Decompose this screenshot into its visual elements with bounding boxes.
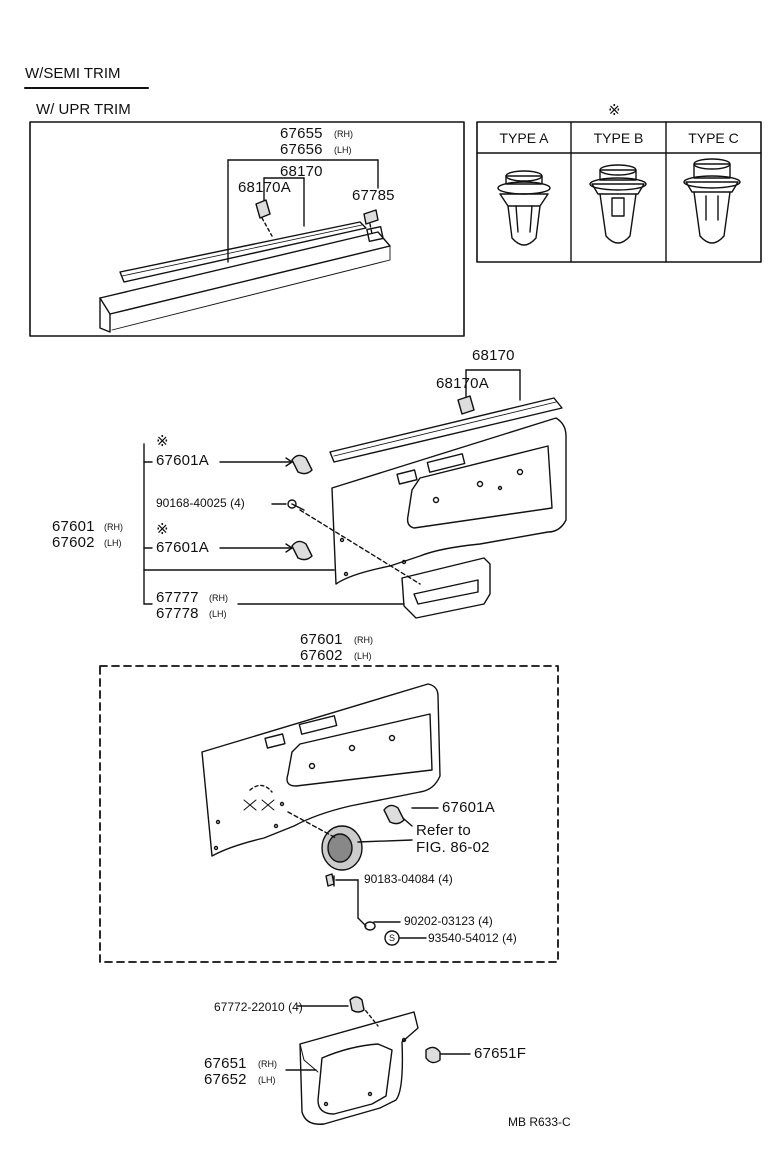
part-67655-side: (RH) [334, 129, 353, 139]
lower-trim-part [299, 1011, 419, 1125]
semi-clip-68170A [457, 395, 475, 415]
semi-clip-67601A-upper [291, 454, 313, 475]
part-67655: 67655 [280, 125, 323, 142]
full-trim-box [99, 665, 559, 963]
full-nut-90183 [325, 873, 335, 887]
semi-screw [287, 499, 305, 511]
upper-trim-box [29, 121, 465, 337]
part-67777-side: (RH) [209, 593, 228, 603]
part-68170-semi: 68170 [472, 347, 515, 364]
part-67778: 67778 [156, 605, 199, 622]
part-67602-full: 67602 [300, 647, 343, 664]
type-a-header: TYPE A [499, 130, 549, 146]
semi-panel-leaders [143, 369, 521, 605]
part-67602-full-side: (LH) [354, 651, 372, 661]
full-handle-bezel [321, 825, 363, 871]
part-93540: 93540-54012 (4) [428, 931, 517, 945]
part-90202: 90202-03123 (4) [404, 914, 493, 928]
clip-type-b-drawing [589, 164, 647, 244]
section-title: W/SEMI TRIM [25, 65, 121, 82]
part-67602-semi-side: (LH) [104, 538, 122, 548]
lower-trim-leaders [285, 1005, 471, 1071]
refer-fig-label: FIG. 86-02 [416, 839, 490, 856]
part-67778-side: (LH) [209, 609, 227, 619]
semi-clip-67601A-lower [291, 540, 313, 561]
part-67601-semi-side: (RH) [104, 522, 123, 532]
part-67651-side: (RH) [258, 1059, 277, 1069]
type-b-header: TYPE B [593, 130, 644, 146]
clip-type-c-drawing [683, 158, 741, 244]
clip-types-box [476, 121, 762, 263]
part-68170-upper: 68170 [280, 163, 323, 180]
upper-trim-moulding [99, 221, 391, 333]
part-67602-semi: 67602 [52, 534, 95, 551]
part-67601A-semi-2: 67601A [156, 539, 209, 556]
full-s-mark [384, 930, 400, 946]
part-67601A-full: 67601A [442, 799, 495, 816]
upper-trim-clip-67785 [363, 209, 379, 235]
semi-mark-1: ※ [156, 433, 169, 450]
clip-type-a-drawing [497, 170, 551, 246]
full-clip-67601A [383, 804, 405, 825]
lower-clip-67651F [425, 1046, 441, 1064]
lower-clip-67772 [349, 996, 365, 1013]
part-67601-full: 67601 [300, 631, 343, 648]
part-67656-side: (LH) [334, 145, 352, 155]
refer-to-label: Refer to [416, 822, 471, 839]
clip-types-mark: ※ [608, 102, 621, 119]
part-67601A-semi-1: 67601A [156, 452, 209, 469]
part-67651: 67651 [204, 1055, 247, 1072]
part-67777: 67777 [156, 589, 199, 606]
part-67785: 67785 [352, 187, 395, 204]
upper-trim-title: W/ UPR TRIM [36, 101, 131, 118]
semi-armrest [401, 557, 491, 619]
part-67601-full-side: (RH) [354, 635, 373, 645]
part-67652: 67652 [204, 1071, 247, 1088]
part-67652-side: (LH) [258, 1075, 276, 1085]
part-67601-semi: 67601 [52, 518, 95, 535]
part-67651F: 67651F [474, 1045, 527, 1062]
part-68170A-semi: 68170A [436, 375, 489, 392]
upper-trim-clip [255, 199, 273, 237]
upper-trim-leaders [227, 159, 379, 263]
part-68170A-upper: 68170A [238, 179, 291, 196]
part-67772: 67772-22010 (4) [214, 1000, 303, 1014]
type-c-header: TYPE C [688, 130, 739, 146]
semi-mark-2: ※ [156, 521, 169, 538]
full-washer-90202 [364, 921, 376, 931]
footer-code: MB R633-C [508, 1115, 571, 1129]
part-90183: 90183-04084 (4) [364, 872, 453, 886]
full-door-panel [201, 683, 441, 857]
s-mark: S [389, 933, 396, 943]
semi-door-panel [329, 397, 567, 585]
part-90168: 90168-40025 (4) [156, 496, 245, 510]
part-67656: 67656 [280, 141, 323, 158]
